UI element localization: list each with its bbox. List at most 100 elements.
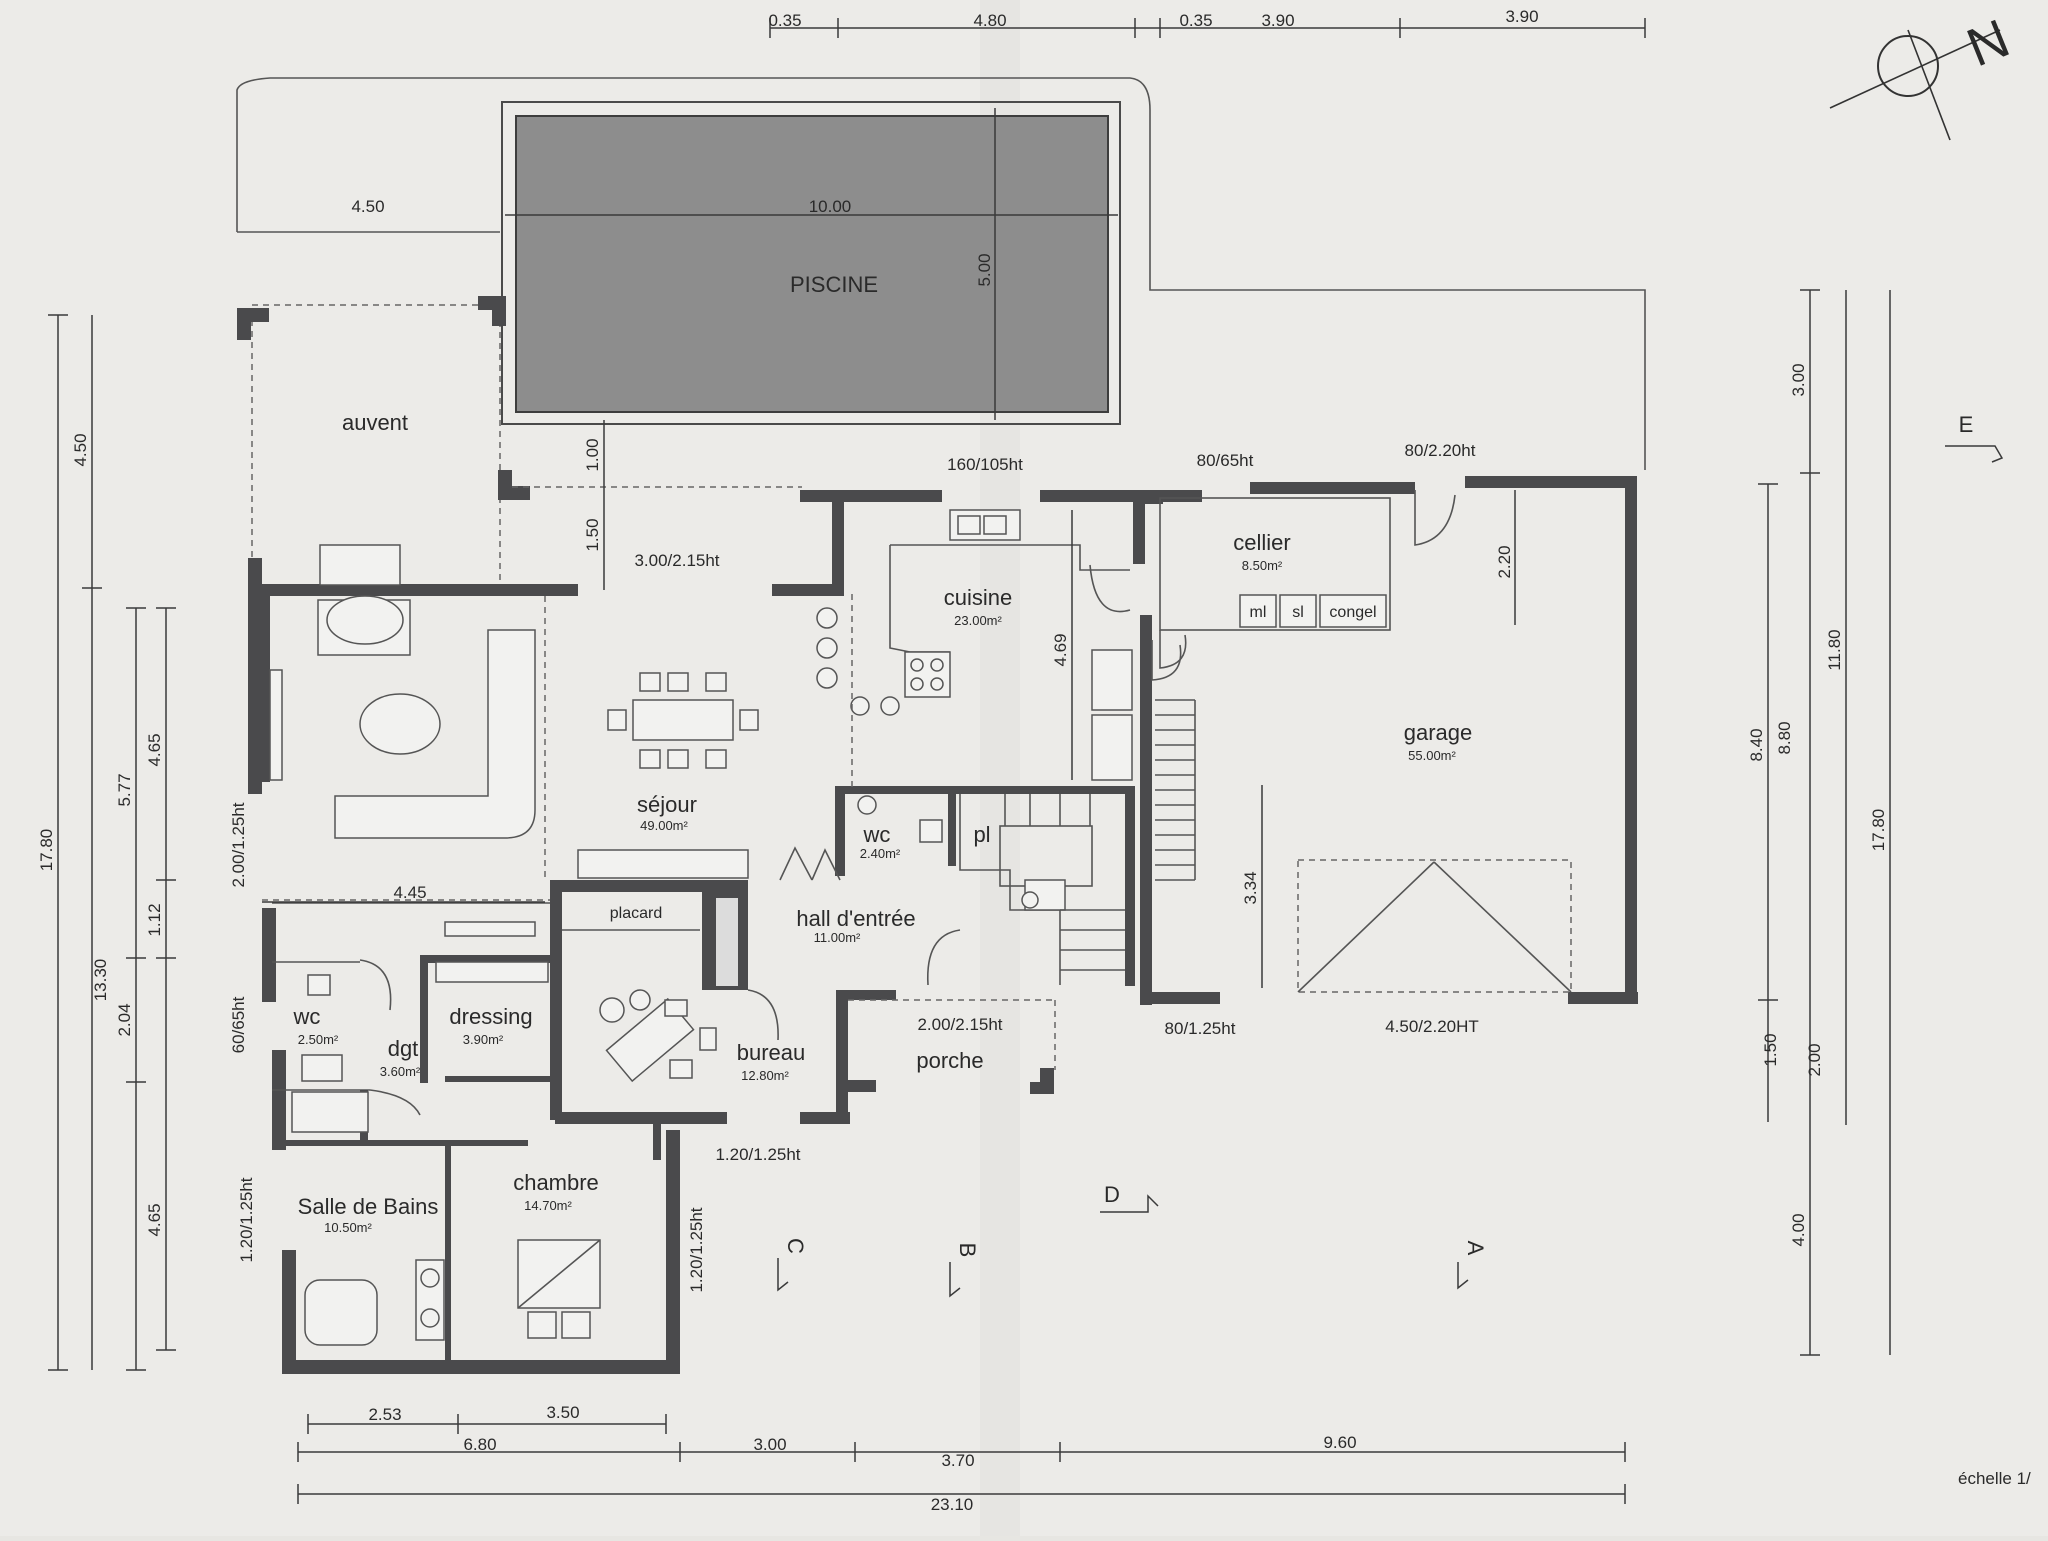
sejour: séjour 49.00m² 4.45 — [262, 544, 759, 903]
hall: hall d'entrée 11.00m² — [747, 846, 961, 1041]
opening-bathroom-window: 1.20/1.25ht — [237, 1177, 256, 1262]
opening-cellier-window: 80/65ht — [1197, 451, 1254, 470]
top-dim-5: 3.90 — [1505, 7, 1538, 26]
pool-offset-dim: 4.50 — [351, 197, 384, 216]
dressing-area: 3.90m² — [463, 1032, 504, 1047]
opening-labels: 160/105ht 80/65ht 80/2.20ht 3.00/2.15ht … — [229, 441, 1479, 1293]
opening-sejour-west: 2.00/1.25ht — [229, 802, 248, 887]
hall-label: hall d'entrée — [796, 906, 915, 931]
dressing-label: dressing — [449, 1004, 532, 1029]
porche-label: porche — [916, 1048, 983, 1073]
cellier-area: 8.50m² — [1242, 558, 1283, 573]
opening-sejour-bay: 3.00/2.15ht — [634, 551, 719, 570]
bathroom-area: 10.50m² — [324, 1220, 372, 1235]
top-dim-4: 3.90 — [1261, 11, 1294, 30]
auvent-label: auvent — [342, 410, 408, 435]
inner-dim-220: 2.20 — [1495, 545, 1514, 578]
opening-entry-door: 2.00/2.15ht — [917, 1015, 1002, 1034]
cellier-label: cellier — [1233, 530, 1290, 555]
appliance-ml: ml — [1250, 604, 1267, 621]
kitchen: cuisine 23.00m² — [816, 509, 1133, 790]
opening-garage-door: 80/2.20ht — [1405, 441, 1476, 460]
right-dim-300: 3.00 — [1789, 363, 1808, 396]
right-dim-1180: 11.80 — [1825, 629, 1844, 670]
bottom-dim-total: 23.10 — [931, 1495, 974, 1514]
inner-dim-334: 3.34 — [1241, 871, 1260, 904]
wc1-area: 2.40m² — [860, 846, 901, 861]
top-dim-3: 0.35 — [1179, 11, 1212, 30]
bottom-dim-680: 6.80 — [463, 1435, 496, 1454]
chambre-label: chambre — [513, 1170, 599, 1195]
bottom-dim-960: 9.60 — [1323, 1433, 1356, 1452]
bureau: placard bureau 12.80m² — [599, 905, 806, 1083]
garage-stair — [1155, 699, 1196, 881]
inner-dim-469: 4.69 — [1051, 633, 1070, 666]
right-dim-1780: 17.80 — [1869, 809, 1888, 852]
kitchen-label: cuisine — [944, 585, 1012, 610]
top-dim-2: 4.80 — [973, 11, 1006, 30]
section-e: E — [1959, 412, 1974, 437]
pool: PISCINE 10.00 5.00 4.50 — [351, 101, 1121, 425]
kitchen-area: 23.00m² — [954, 613, 1002, 628]
bathroom-label: Salle de Bains — [298, 1194, 439, 1219]
inner-dim-100: 1.00 — [583, 438, 602, 471]
bottom-dimensions: 2.53 3.50 6.80 3.00 3.70 9.60 23.10 — [297, 1403, 1626, 1514]
terrace-outline — [236, 77, 1646, 470]
right-dim-880: 8.80 — [1775, 721, 1794, 754]
section-a: A — [1463, 1241, 1488, 1256]
right-dim-150: 1.50 — [1761, 1033, 1780, 1066]
left-dim-total: 17.80 — [37, 829, 56, 872]
sejour-label: séjour — [637, 792, 697, 817]
garage-label: garage — [1404, 720, 1473, 745]
interior-walls — [272, 786, 1135, 1362]
pool-length-dim: 10.00 — [809, 197, 852, 216]
left-wing: dressing 3.90m² dgt 3.60m² wc 2.50m² Sal… — [291, 921, 601, 1346]
top-dimensions: 0.35 4.80 0.35 3.90 3.90 — [768, 7, 1646, 38]
dgt-label: dgt — [388, 1036, 419, 1061]
dgt-area: 3.60m² — [380, 1064, 421, 1079]
scale-label: échelle 1/ — [1958, 1469, 2031, 1488]
placard-label: placard — [610, 905, 662, 922]
sejour-area: 49.00m² — [640, 818, 688, 833]
right-dim-840: 8.40 — [1747, 728, 1766, 761]
left-dim-upper: 4.50 — [71, 433, 90, 466]
bottom-dim-350: 3.50 — [546, 1403, 579, 1422]
sejour-width-dim: 4.45 — [393, 883, 426, 902]
pl-label: pl — [973, 822, 990, 847]
left-dim-112: 1.12 — [145, 903, 164, 936]
garage: garage 55.00m² — [1151, 490, 1572, 993]
section-markers: A B C D E — [777, 412, 2004, 1298]
porche: porche — [848, 999, 1056, 1073]
left-dim-577: 5.77 — [115, 773, 134, 806]
opening-chambre-window: 1.20/1.25ht — [687, 1207, 706, 1292]
bureau-area: 12.80m² — [741, 1068, 789, 1083]
section-c: C — [783, 1238, 808, 1254]
wc2-area: 2.50m² — [298, 1032, 339, 1047]
inner-dimensions: 1.00 1.50 4.69 2.20 3.34 — [583, 420, 1516, 988]
bureau-label: bureau — [737, 1040, 806, 1065]
right-dimensions: 3.00 4.00 11.80 17.80 8.40 1.50 8.80 2.0… — [1747, 289, 1891, 1356]
left-dim-house: 13.30 — [91, 959, 110, 1002]
appliance-sl: sl — [1292, 604, 1304, 621]
right-dim-400: 4.00 — [1789, 1213, 1808, 1246]
opening-garage-main-door: 4.50/2.20HT — [1385, 1017, 1479, 1036]
opening-wc-window: 60/65ht — [229, 996, 248, 1053]
bottom-dim-370: 3.70 — [941, 1451, 974, 1470]
wc-stair-block: wc 2.40m² pl — [857, 794, 1125, 985]
exterior-walls — [248, 476, 1638, 1374]
pool-label: PISCINE — [790, 272, 878, 297]
section-b: B — [955, 1243, 980, 1258]
garage-area: 55.00m² — [1408, 748, 1456, 763]
bottom-dim-300: 3.00 — [753, 1435, 786, 1454]
auvent: auvent — [237, 296, 802, 591]
hall-area: 11.00m² — [814, 930, 861, 945]
right-dim-200: 2.00 — [1805, 1043, 1824, 1076]
pool-width-dim: 5.00 — [975, 253, 994, 286]
left-dim-465a: 4.65 — [145, 733, 164, 766]
opening-bureau-window: 1.20/1.25ht — [715, 1145, 800, 1164]
left-dim-204: 2.04 — [115, 1003, 134, 1036]
top-dim-1: 0.35 — [768, 11, 801, 30]
chambre-area: 14.70m² — [524, 1198, 572, 1213]
opening-garage-window: 80/1.25ht — [1165, 1019, 1236, 1038]
